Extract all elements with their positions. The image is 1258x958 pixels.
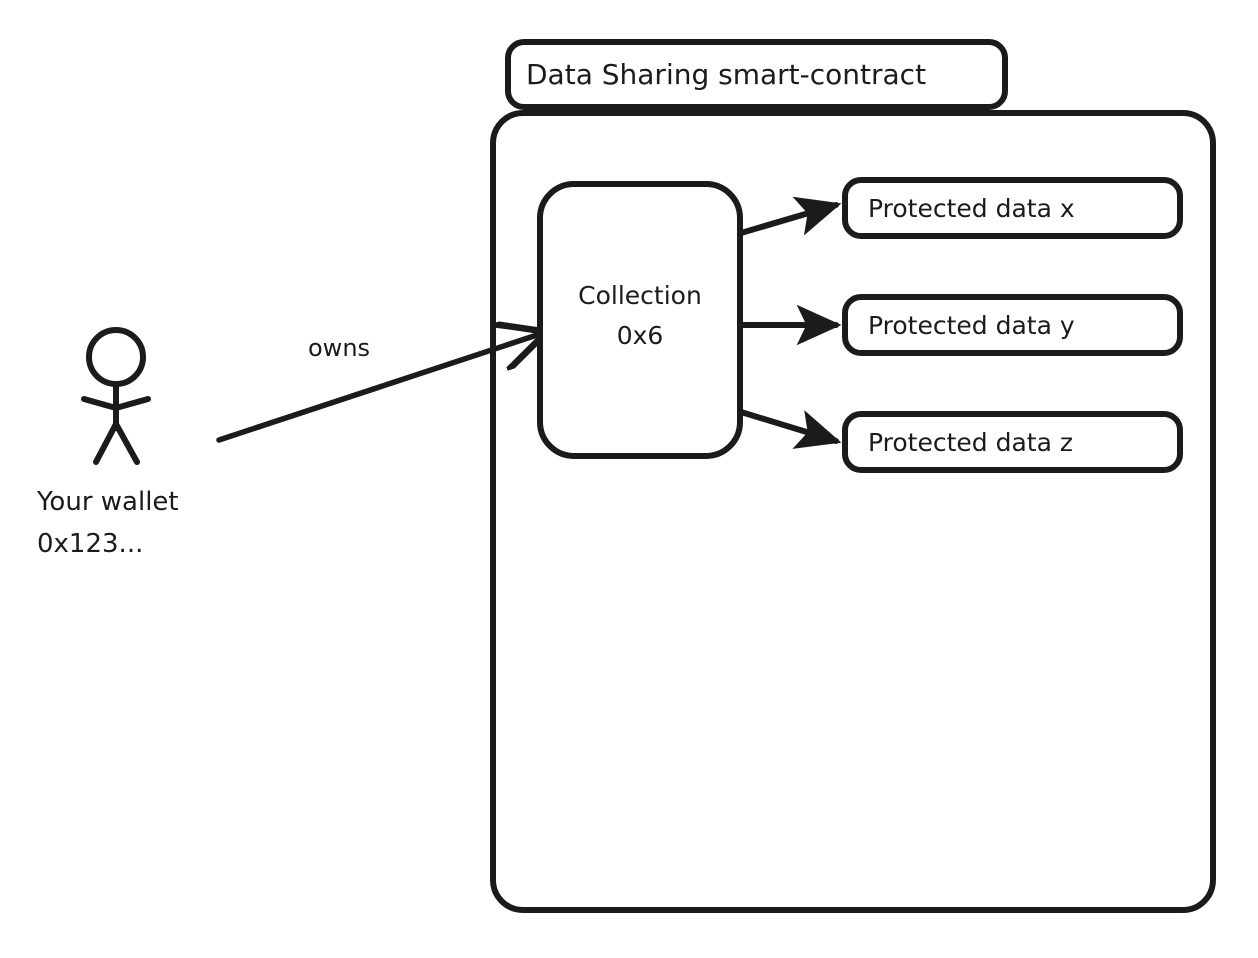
stick-figure-left-arm-icon: [81, 396, 119, 411]
title-box: [505, 39, 1008, 110]
edge-owns-line: [216, 333, 543, 443]
stick-figure-left-leg-icon: [93, 421, 119, 465]
edge-owns-arrow-tick: [495, 324, 545, 333]
protected-data-node-y[interactable]: [842, 294, 1183, 356]
collection-node[interactable]: [537, 181, 743, 459]
stick-figure-right-leg-icon: [113, 421, 140, 465]
protected-data-x-outline[interactable]: [842, 177, 1183, 239]
protected-data-node-x[interactable]: [842, 177, 1183, 239]
protected-data-node-z[interactable]: [842, 411, 1183, 473]
edge-collection-to-data-z: [738, 409, 842, 449]
protected-data-y-outline[interactable]: [842, 294, 1183, 356]
edge-collection-to-data-x: [738, 196, 842, 236]
stick-figure-person-icon: [81, 327, 151, 465]
collection-box-outline[interactable]: [537, 181, 743, 459]
edge-owns: [216, 324, 545, 443]
edge-x-line: [738, 196, 842, 236]
title-box-outline: [505, 39, 1008, 110]
stick-figure-right-arm-icon: [113, 396, 151, 411]
edge-z-line: [738, 409, 842, 449]
protected-data-z-outline[interactable]: [842, 411, 1183, 473]
stick-figure-head-icon: [86, 327, 146, 387]
